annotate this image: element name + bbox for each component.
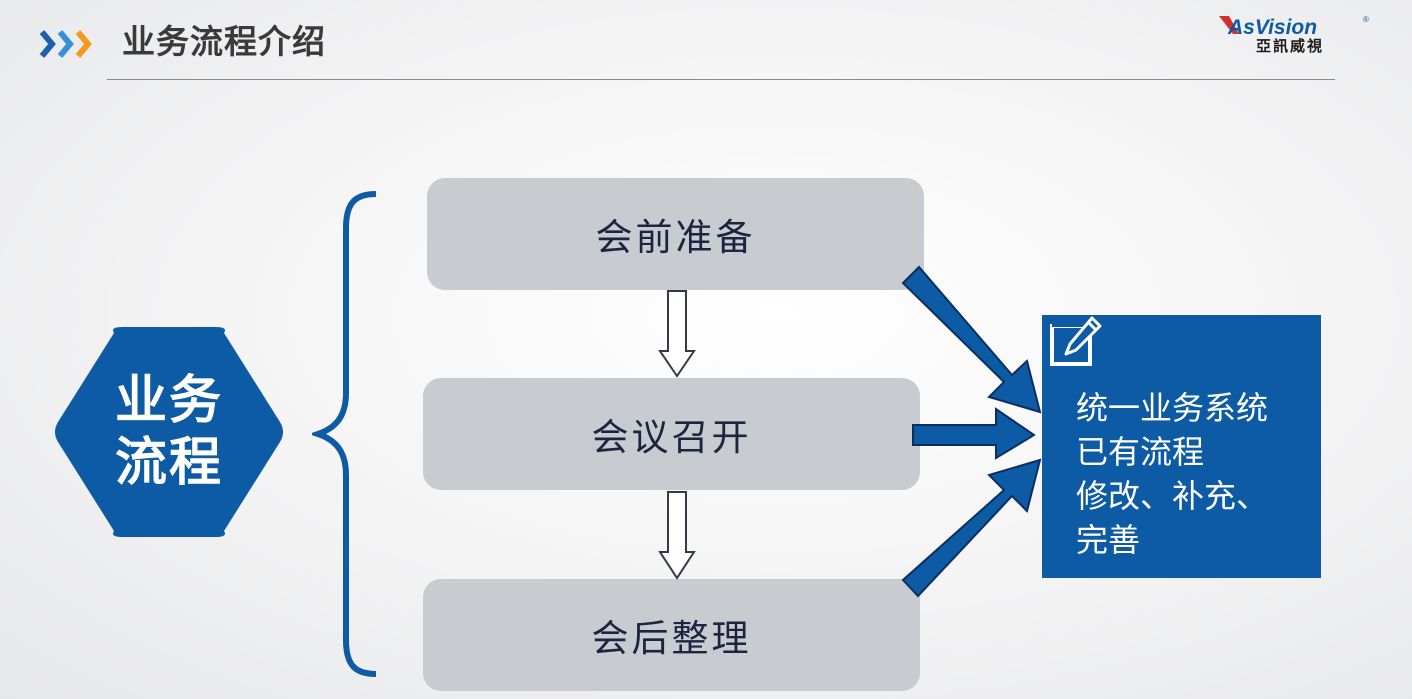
result-line: 已有流程 [1076, 433, 1205, 471]
arrow-to-box-top [901, 265, 1042, 414]
header-divider [107, 79, 1335, 80]
step-pre-meeting: 会前准备 [427, 178, 924, 290]
hexagon-label: 业务流程 [114, 371, 223, 493]
curly-brace [312, 191, 377, 677]
step-post-meeting: 会后整理 [423, 579, 920, 691]
page-title: 业务流程介绍 [122, 22, 326, 61]
logo-brand: AsVision [1227, 16, 1317, 39]
edit-icon [1050, 316, 1102, 366]
company-logo: AsVision ® [1219, 15, 1369, 39]
result-text: 统一业务系统 已有流程 修改、补充、 完善 [1076, 386, 1316, 562]
triple-chevron-right-icon [39, 30, 92, 58]
step-label: 会议召开 [591, 416, 752, 459]
logo-subtitle: 亞訊威視 [1256, 37, 1325, 55]
arrow-to-box-bottom [901, 458, 1042, 598]
step-meeting: 会议召开 [423, 378, 920, 490]
logo-registered: ® [1363, 15, 1369, 24]
arrow-to-box-middle [912, 407, 1036, 460]
down-arrow-1 [658, 290, 696, 378]
step-label: 会前准备 [595, 216, 756, 259]
step-label: 会后整理 [591, 617, 752, 660]
result-line: 统一业务系统 [1076, 389, 1269, 427]
down-arrow-2 [658, 491, 696, 580]
hexagon-shape [55, 327, 283, 537]
result-line: 修改、补充、 [1076, 477, 1269, 515]
result-line: 完善 [1076, 521, 1141, 559]
